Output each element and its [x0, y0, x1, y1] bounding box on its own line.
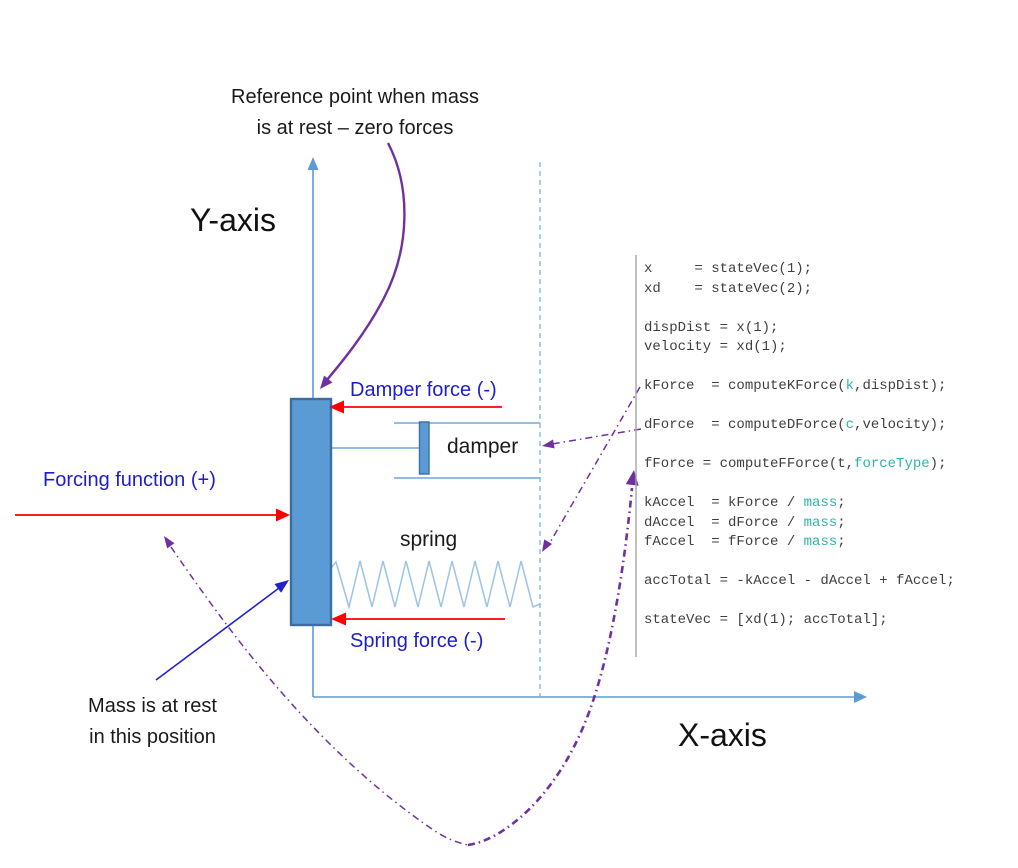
code-segment: ,velocity); [854, 417, 947, 433]
code-segment: fAccel = fForce / [644, 534, 804, 550]
damper-force-label: Damper force (-) [350, 379, 497, 401]
damper-label: damper [447, 435, 519, 458]
x-axis-label: X-axis [678, 717, 767, 753]
code-line [644, 592, 955, 612]
code-line: kForce = computeKForce(k,dispDist); [644, 377, 955, 397]
code-line: accTotal = -kAccel - dAccel + fAccel; [644, 572, 955, 592]
code-line: xd = stateVec(2); [644, 280, 955, 300]
code-line [644, 358, 955, 378]
code-segment: mass [803, 514, 838, 531]
reference-note: Reference point when mass is at rest – z… [205, 82, 505, 144]
code-segment: fForce = computeFForce(t, [644, 456, 855, 472]
dforce-damper-arrowhead-icon [542, 439, 555, 449]
code-line [644, 299, 955, 319]
code-line: stateVec = [xd(1); accTotal]; [644, 611, 955, 631]
code-line [644, 436, 955, 456]
code-segment: velocity = xd(1); [644, 339, 787, 355]
reference-curve-arrowhead-icon [320, 375, 333, 389]
reference-note-line1: Reference point when mass [231, 86, 479, 108]
damper-force-arrowhead-icon [329, 400, 344, 414]
y-axis-arrow-icon [307, 157, 319, 170]
mass-position-note: Mass is at rest in this position [70, 691, 235, 753]
forcing-function-arrowhead-icon [276, 508, 290, 522]
code-segment: x = stateVec(1); [644, 261, 813, 277]
code-segment: c [845, 417, 855, 433]
code-segment: mass [803, 534, 838, 550]
code-segment: ; [837, 534, 846, 550]
code-line: dispDist = x(1); [644, 319, 955, 339]
mass-position-arrowhead-icon [274, 580, 289, 593]
code-segment: ,dispDist); [854, 378, 947, 394]
code-line [644, 553, 955, 573]
code-line: dAccel = dForce / mass; [644, 514, 955, 534]
mass-position-arrow [155, 587, 280, 681]
code-line: velocity = xd(1); [644, 338, 955, 358]
spring-force-arrowhead-icon [331, 612, 346, 626]
y-axis-label: Y-axis [190, 202, 276, 238]
reference-curve-arrow [325, 142, 406, 382]
code-segment: ; [837, 495, 846, 511]
code-segment: xd = stateVec(2); [644, 280, 813, 297]
mass-position-note-line1: Mass is at rest [88, 695, 217, 717]
code-segment: ); [929, 456, 947, 472]
code-segment: stateVec = [xd(1); accTotal]; [644, 612, 888, 628]
dforce-damper-connector [551, 428, 642, 445]
code-line: x = stateVec(1); [644, 260, 955, 280]
kforce-spring-arrowhead-icon [542, 539, 552, 552]
code-line [644, 475, 955, 495]
code-line: dForce = computeDForce(c,velocity); [644, 416, 955, 436]
code-line: kAccel = kForce / mass; [644, 494, 955, 514]
kforce-spring-connector [547, 386, 641, 547]
forcing-fforce-connector-right [467, 487, 634, 847]
mass-rect [289, 397, 333, 627]
code-line [644, 397, 955, 417]
x-axis-arrow-icon [854, 691, 867, 703]
code-segment: kForce = computeKForce( [644, 378, 846, 394]
spring-label: spring [400, 528, 458, 551]
spring-force-label: Spring force (-) [350, 630, 484, 652]
code-segment: ; [837, 514, 846, 531]
code-line: fForce = computeFForce(t,forceType); [644, 455, 955, 475]
code-segment: mass [803, 495, 838, 511]
code-segment: kAccel = kForce / [644, 495, 804, 511]
code-segment: dispDist = x(1); [644, 319, 779, 336]
code-segment: dForce = computeDForce( [644, 417, 846, 433]
damper-piston [418, 421, 430, 475]
spring-coil [330, 560, 541, 610]
code-segment: forceType [854, 456, 930, 472]
code-segment: dAccel = dForce / [644, 514, 804, 531]
code-line: fAccel = fForce / mass; [644, 533, 955, 553]
code-segment: k [845, 378, 855, 394]
forcing-function-label: Forcing function (+) [43, 469, 216, 491]
forcing-connector-left-arrowhead-icon [164, 536, 175, 549]
mass-position-note-line2: in this position [89, 726, 216, 748]
code-segment: accTotal = -kAccel - dAccel + fAccel; [644, 573, 955, 589]
code-block: x = stateVec(1); xd = stateVec(2); dispDi… [644, 260, 955, 631]
reference-note-line2: is at rest – zero forces [256, 117, 454, 139]
